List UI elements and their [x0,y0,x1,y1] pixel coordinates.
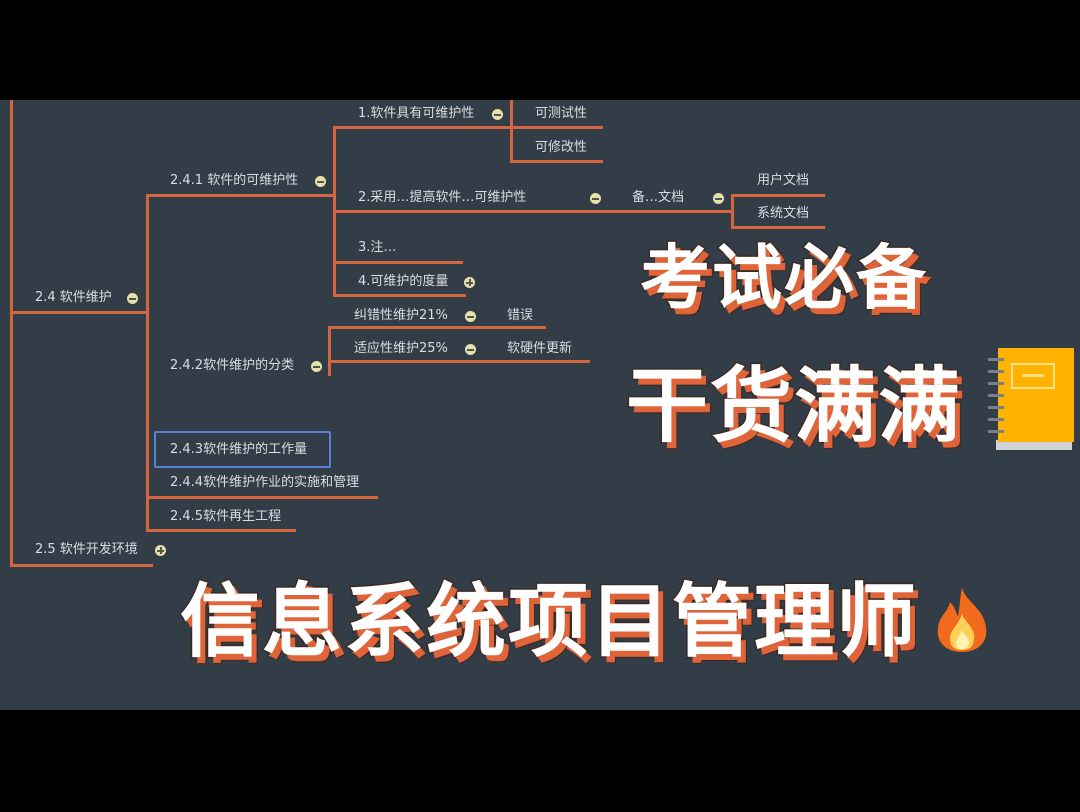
node-measure[interactable]: 4.可维护的度量 [358,274,449,289]
branch-line [328,326,331,376]
expand-icon[interactable] [464,277,475,288]
node-2-4-4[interactable]: 2.4.4软件维护作业的实施和管理 [170,475,360,490]
node-maintainable[interactable]: 1.软件具有可维护性 [358,106,475,121]
node-testability[interactable]: 可测试性 [535,106,588,121]
node-2-4-3[interactable]: 2.4.3软件维护的工作量 [170,442,308,457]
branch-line [731,226,825,229]
branch-line [10,311,148,314]
node-modifiability[interactable]: 可修改性 [535,140,588,155]
node-corrective[interactable]: 纠错性维护21% [354,308,448,323]
branch-line [333,261,463,264]
branch-line [333,210,613,213]
collapse-icon[interactable] [713,193,724,204]
branch-line [146,529,296,532]
branch-line [333,294,466,297]
node-2-5[interactable]: 2.5 软件开发环境 [35,542,138,557]
caption-title: 信息系统项目管理师 [179,575,918,668]
node-2-4[interactable]: 2.4 软件维护 [35,290,112,305]
collapse-icon[interactable] [127,293,138,304]
node-2-4-1[interactable]: 2.4.1 软件的可维护性 [170,173,299,188]
branch-line [146,194,149,530]
node-2-4-2[interactable]: 2.4.2软件维护的分类 [170,358,295,373]
branch-line [731,194,734,228]
node-note[interactable]: 3.注… [358,240,397,255]
selected-node-frame [154,431,331,468]
branch-line [328,360,590,363]
node-user-docs[interactable]: 用户文档 [757,173,810,188]
expand-icon[interactable] [155,545,166,556]
branch-line [146,194,334,197]
branch-line [731,194,825,197]
branch-line [328,326,546,329]
node-docs[interactable]: 备…文档 [632,190,685,205]
caption-packed: 干货满满 [624,359,963,454]
branch-line [510,126,603,129]
collapse-icon[interactable] [492,109,503,120]
collapse-icon[interactable] [465,311,476,322]
branch-line [146,496,378,499]
notebook-icon [988,348,1074,450]
branch-line [510,100,513,162]
branch-line [10,564,153,567]
node-adopt[interactable]: 2.采用…提高软件…可维护性 [358,190,527,205]
node-error[interactable]: 错误 [507,308,534,323]
collapse-icon[interactable] [465,344,476,355]
mindmap-canvas[interactable]: 2.4 软件维护 2.5 软件开发环境 2.4.1 软件的可维护性 2.4.2软… [0,100,1080,710]
caption-exam-essential: 考试必备 [639,237,928,319]
branch-line [333,126,511,129]
node-adaptive[interactable]: 适应性维护25% [354,341,448,356]
branch-line [510,160,603,163]
collapse-icon[interactable] [590,193,601,204]
fire-icon [937,588,987,652]
node-hw-sw-update[interactable]: 软硬件更新 [507,341,573,356]
branch-line [612,210,732,213]
collapse-icon[interactable] [315,176,326,187]
collapse-icon[interactable] [311,361,322,372]
branch-line [10,100,13,566]
node-2-4-5[interactable]: 2.4.5软件再生工程 [170,509,282,524]
node-system-docs[interactable]: 系统文档 [757,206,810,221]
